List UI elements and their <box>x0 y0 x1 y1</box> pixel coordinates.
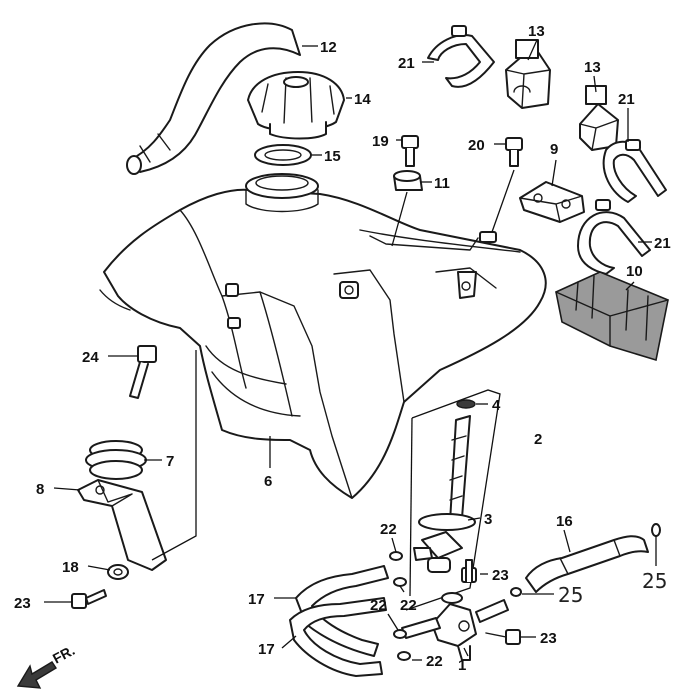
callout-21-low: 21 <box>654 235 671 252</box>
callout-10: 10 <box>626 263 643 280</box>
callout-23-mid: 23 <box>492 567 509 584</box>
callout-labels: 12 14 15 11 19 20 21 13 13 21 9 21 10 24… <box>14 23 671 674</box>
callout-22-a: 22 <box>380 521 397 538</box>
clip-22-c <box>393 629 407 639</box>
fuel-valve-2 <box>405 389 501 611</box>
pad-10 <box>555 271 669 362</box>
callout-22-b: 22 <box>400 597 417 614</box>
callout-23-left: 23 <box>14 595 31 612</box>
fuel-tube-17-lower <box>289 597 387 677</box>
leader-lines <box>44 39 657 661</box>
fuel-tank <box>99 173 547 499</box>
band-21-low <box>577 199 651 275</box>
bolt-19 <box>401 135 419 167</box>
callout-7: 7 <box>166 453 174 470</box>
bolt-23-c <box>71 589 107 609</box>
callout-12: 12 <box>320 39 337 56</box>
callout-25-a: 25 <box>558 583 583 607</box>
callout-13-mid: 13 <box>584 59 601 76</box>
bracket-9 <box>519 181 585 223</box>
band-21-top <box>427 25 495 88</box>
clip-22-d <box>397 651 411 661</box>
rubber-13-mid <box>579 85 619 151</box>
callout-25-b: 25 <box>642 569 667 593</box>
callout-4: 4 <box>492 397 501 414</box>
fuel-hose-16 <box>525 535 649 593</box>
callout-17-lower: 17 <box>258 641 275 658</box>
fuel-cap <box>247 71 345 140</box>
cap-gasket <box>254 144 312 166</box>
bracket-8 <box>77 479 167 571</box>
fuel-tube-17-upper <box>295 565 389 657</box>
callout-17-upper: 17 <box>248 591 265 608</box>
callout-20: 20 <box>468 137 485 154</box>
clamp-25-a <box>510 587 522 597</box>
callout-22-d: 22 <box>426 653 443 670</box>
clip-22-a <box>389 551 403 561</box>
callout-23-right: 23 <box>540 630 557 647</box>
callout-21-top: 21 <box>398 55 415 72</box>
bolt-23-a <box>461 559 477 583</box>
callout-18: 18 <box>62 559 79 576</box>
callout-22-c: 22 <box>370 597 387 614</box>
band-21-mid <box>602 139 667 203</box>
breather-hose <box>126 22 301 175</box>
collar-11 <box>393 170 423 191</box>
callout-1: 1 <box>458 657 466 674</box>
callout-8: 8 <box>36 481 44 498</box>
callout-6: 6 <box>264 473 272 490</box>
mount-rubber-7 <box>85 440 147 480</box>
callout-3: 3 <box>484 511 492 528</box>
callout-19: 19 <box>372 133 389 150</box>
washer-18 <box>107 564 129 580</box>
callout-21-mid: 21 <box>618 91 635 108</box>
rubber-13-top <box>505 39 551 109</box>
fuel-valve-1 <box>401 592 509 661</box>
callout-11: 11 <box>434 175 450 192</box>
callout-16: 16 <box>556 513 573 530</box>
callout-24: 24 <box>82 349 99 366</box>
callout-14: 14 <box>354 91 371 108</box>
callout-9: 9 <box>550 141 558 158</box>
bolt-24 <box>129 345 157 399</box>
bolt-23-b <box>485 629 521 645</box>
front-arrow-icon <box>16 661 57 689</box>
callout-13-top: 13 <box>528 23 545 40</box>
clip-22-b <box>393 577 407 587</box>
callout-2: 2 <box>534 431 542 448</box>
callout-15: 15 <box>324 148 341 165</box>
front-direction-label: FR. <box>50 642 77 667</box>
clamp-25-b <box>651 523 661 537</box>
bolt-20 <box>505 137 523 167</box>
